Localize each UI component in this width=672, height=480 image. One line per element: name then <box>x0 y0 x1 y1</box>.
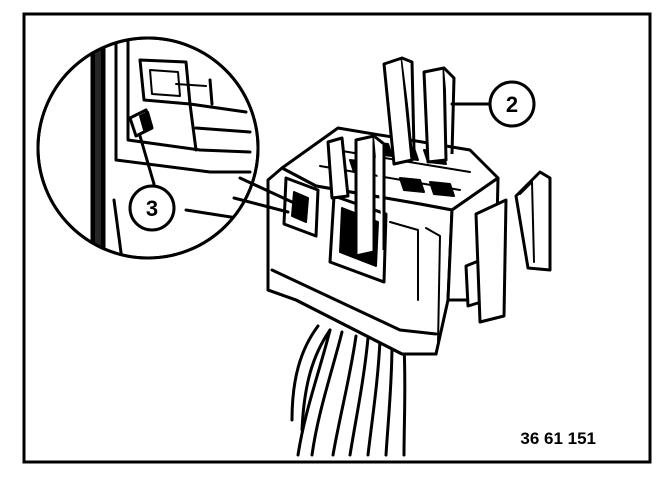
callout-3-label: 3 <box>146 196 158 221</box>
callout-3: 3 <box>128 134 176 232</box>
callout-2: 2 <box>450 80 536 128</box>
detail-magnifier <box>36 36 294 260</box>
reference-number: 36 61 151 <box>520 429 596 448</box>
callout-2-label: 2 <box>506 92 518 117</box>
insertion-arrow <box>514 170 552 272</box>
diagram-border <box>22 12 652 464</box>
terminal-tabs <box>326 56 456 258</box>
wire-bundle <box>290 324 407 457</box>
connector-housing <box>266 126 508 356</box>
